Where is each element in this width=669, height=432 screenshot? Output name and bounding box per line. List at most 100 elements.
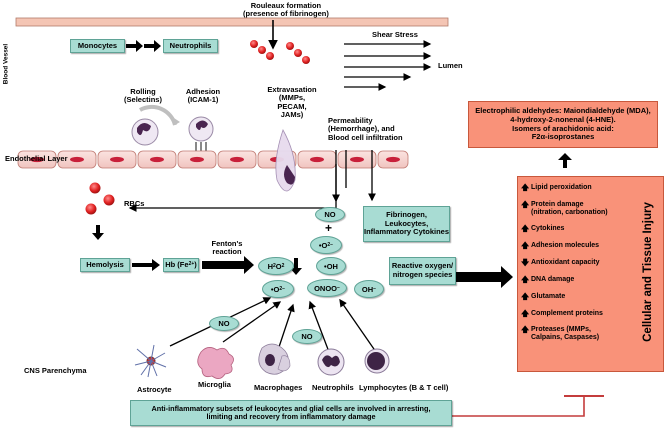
- injury-panel: [517, 176, 664, 372]
- o2b-sup: −: [282, 286, 286, 292]
- injury-item-text: Lipid peroxidation: [531, 184, 592, 191]
- injury-title: Cellular and Tissue Injury: [642, 202, 654, 342]
- hb-end: ): [194, 259, 197, 269]
- macrophages-label: Macrophages: [254, 383, 303, 392]
- up-arrow-icon: 🡅: [521, 308, 530, 318]
- injury-item: 🡅Glutamate: [521, 292, 661, 301]
- up-arrow-icon: 🡅: [521, 274, 530, 284]
- injury-item-text: Proteases (MMPs, Calpains, Caspases): [531, 326, 600, 342]
- onoo-sup: −: [337, 285, 340, 291]
- no-oval-left: NO: [209, 316, 239, 331]
- o2-symbol: O: [321, 240, 328, 250]
- endothelial-layer-label: Endothelial Layer: [5, 154, 68, 163]
- anti-inflammatory-box: Anti-inflammatory subsets of leukocytes …: [130, 400, 452, 426]
- h2o2-h: H: [267, 261, 273, 271]
- extravasating-cell: [275, 129, 296, 192]
- injury-item-text: Adhesion molecules: [531, 242, 600, 250]
- lymphocyte-cell: [364, 348, 390, 374]
- injury-item-text: Protein damage (nitration, carbonation): [531, 200, 608, 216]
- aldehydes-line-1: Electrophilic aldehydes: Maiondialdehyde…: [475, 106, 651, 116]
- adhesion-label: Adhesion (ICAM-1): [185, 87, 221, 105]
- microglia-label: Microglia: [198, 380, 231, 389]
- ohm-text: OH: [361, 284, 374, 294]
- rbc-down-arrow: [92, 225, 104, 240]
- up-arrow-icon: 🡅: [521, 224, 530, 234]
- o2b-symbol: O: [273, 284, 280, 294]
- astrocyte-label: Astrocyte: [137, 385, 172, 394]
- hydroxide-oval: OH−: [354, 280, 384, 298]
- h2o2-o: O: [275, 261, 282, 271]
- adhesion-leukocyte: [188, 116, 214, 151]
- microglia: [197, 347, 234, 379]
- hb-sup: 2+: [188, 261, 195, 268]
- neutrophils-box: Neutrophils: [163, 39, 218, 53]
- onoo-text: ONOO: [314, 283, 337, 293]
- up-arrow-icon: 🡅: [521, 241, 530, 251]
- cns-parenchyma-label: CNS Parenchyma: [24, 366, 87, 375]
- endothelial-nucleus: [310, 156, 324, 163]
- vessel-wall: [15, 17, 449, 27]
- up-arrow-icon: 🡅: [521, 199, 530, 209]
- injury-item-text: Cytokines: [531, 225, 565, 233]
- rbcs-label: RBCs: [124, 199, 145, 208]
- injury-item-text: Complement proteins: [531, 309, 603, 317]
- endothelial-nucleus: [190, 156, 204, 163]
- up-arrow-icon: 🡅: [521, 325, 530, 335]
- lumen-label: Lumen: [438, 61, 463, 70]
- hb-text: Hb (Fe: [165, 259, 189, 269]
- aldehydes-box: Electrophilic aldehydes: Maiondialdehyde…: [468, 101, 658, 148]
- o2-dot: •: [318, 240, 322, 250]
- mono-arrow-1: [126, 40, 143, 52]
- aldehydes-line-4: F2α-isoprostanes: [531, 132, 595, 142]
- shear-stress-label: Shear Stress: [372, 30, 418, 39]
- mono-arrow-2: [144, 40, 161, 52]
- up-arrow-icon: 🡅: [521, 183, 530, 192]
- inhibition-line: [452, 396, 585, 417]
- lymphocytes-label: Lymphocytes (B & T cell): [359, 383, 449, 392]
- rouleaux-rbcs: [250, 40, 310, 64]
- peroxynitrite-oval: ONOO−: [307, 279, 347, 297]
- aldehydes-line-2: 4-hydroxy-2-nonenal (4-HNE).: [510, 114, 616, 124]
- injury-item: 🡅Proteases (MMPs, Calpains, Caspases): [521, 325, 661, 342]
- rolling-leukocyte: [131, 104, 180, 146]
- endothelial-nucleus: [230, 156, 244, 163]
- endothelial-nucleus: [386, 156, 400, 163]
- injury-item: 🡅DNA damage: [521, 274, 661, 284]
- ohm-sup: −: [373, 286, 377, 292]
- rbc-cluster: [85, 182, 115, 215]
- injury-item: 🡅Lipid peroxidation: [521, 183, 661, 192]
- no-oval-top: NO: [315, 207, 345, 222]
- fibrinogen-box: Fibrinogen, Leukocytes, Inflammatory Cyt…: [363, 206, 450, 242]
- astrocyte: [134, 344, 167, 378]
- hemolysis-box: Hemolysis: [80, 258, 130, 272]
- ros-to-injury-arrow: [456, 266, 513, 288]
- extravasation-label: Extravasation (MMPs, PECAM, JAMs): [267, 85, 317, 120]
- o2-sup: −: [330, 242, 334, 248]
- rolling-label: Rolling (Selectins): [124, 87, 162, 105]
- o2b-sub: 2: [279, 286, 283, 292]
- injury-item: 🡅Protein damage (nitration, carbonation): [521, 199, 661, 217]
- shear-stress-arrows: [344, 40, 432, 91]
- h2o2-sub2: 2: [281, 263, 285, 269]
- reactive-species-box: Reactive oxygen/ nitrogen species: [389, 257, 456, 285]
- down-arrow-icon: 🡇: [521, 258, 530, 268]
- oh-dot: •: [324, 261, 327, 271]
- fentons-reaction-label: Fenton's reaction: [211, 239, 243, 257]
- endothelial-cells: [17, 150, 409, 169]
- injury-item-text: Antioxidant capacity: [531, 259, 600, 267]
- injury-item: 🡇Antioxidant capacity: [521, 258, 661, 268]
- injury-item: 🡅Cytokines: [521, 224, 661, 234]
- h2o2-sub1: 2: [273, 263, 276, 269]
- monocytes-box: Monocytes: [70, 39, 125, 53]
- injury-item-text: Glutamate: [531, 292, 566, 300]
- permeability-label: Permeability (Hemorrhage), and Blood cel…: [328, 116, 403, 142]
- endothelial-nucleus: [70, 156, 84, 163]
- blood-vessel-label: Blood Vessel: [2, 43, 10, 85]
- endothelial-nucleus: [350, 156, 364, 163]
